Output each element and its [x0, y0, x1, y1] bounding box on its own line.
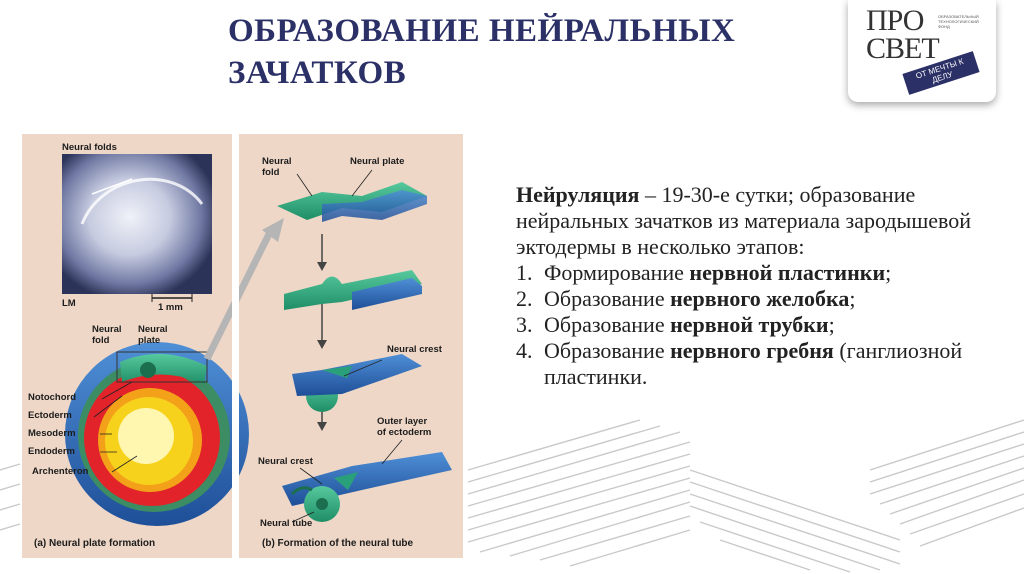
title-line-2: ЗАЧАТКОВ — [228, 55, 407, 91]
label-neural-plate-b: Neural plate — [350, 156, 405, 167]
label-neural-crest-1: Neural crest — [387, 344, 442, 355]
prosvet-logo: ПРО СВЕТ ОБРАЗОВАТЕЛЬНЫЙ ТЕХНОЛОГИЧЕСКИЙ… — [848, 0, 996, 102]
neural-fold-stage — [292, 354, 422, 412]
figure-illustration — [62, 154, 452, 526]
embryo-cross-section — [65, 342, 249, 526]
label-mesoderm: Mesoderm — [28, 428, 76, 439]
label-endoderm: Endoderm — [28, 446, 75, 457]
label-ectoderm: Ectoderm — [28, 410, 72, 421]
label-neural-crest-2: Neural crest — [258, 456, 313, 467]
neural-plate-stage — [277, 182, 427, 222]
label-notochord: Notochord — [28, 392, 77, 403]
label-neural-fold-a: Neural fold — [92, 324, 122, 346]
step-item: 1.Формирование нервной пластинки; — [516, 260, 892, 285]
logo-line-1: ПРО — [866, 4, 924, 37]
page-title: ОБРАЗОВАНИЕ НЕЙРАЛЬНЫХ ЗАЧАТКОВ — [228, 10, 828, 94]
neural-tube-stage — [282, 452, 452, 522]
lm-photo — [62, 154, 212, 294]
intro-paragraph: Нейруляция – 19-30-е сутки; образование … — [516, 182, 1006, 260]
neural-groove-stage — [284, 270, 422, 310]
label-scale: 1 mm — [158, 302, 183, 313]
logo-small-text: ОБРАЗОВАТЕЛЬНЫЙ ТЕХНОЛОГИЧЕСКИЙ ФОНД — [938, 14, 979, 29]
intro-text: 19-30-е сутки; образование нейральных за… — [516, 182, 972, 259]
panel-divider — [232, 134, 239, 558]
caption-panel-a: (a) Neural plate formation — [34, 538, 156, 549]
caption-panel-b: (b) Formation of the neural tube — [262, 538, 414, 549]
neurulation-description: Нейруляция – 19-30-е сутки; образование … — [516, 182, 1006, 390]
term-dash: – — [639, 182, 662, 207]
label-outer-layer-ectoderm: Outer layer of ectoderm — [377, 416, 432, 438]
label-neural-plate-a: Neural plate — [138, 324, 168, 346]
label-archenteron: Archenteron — [32, 466, 89, 477]
label-lm: LM — [62, 298, 76, 309]
title-line-1: ОБРАЗОВАНИЕ НЕЙРАЛЬНЫХ — [228, 13, 736, 49]
step-item: 4.Образование нервного гребня (ганглиозн… — [516, 338, 963, 389]
label-neural-tube: Neural tube — [260, 518, 313, 529]
label-neural-fold-b: Neural fold — [262, 156, 292, 178]
step-item: 2.Образование нервного желобка; — [516, 286, 856, 311]
step-item: 3.Образование нервной трубки; — [516, 312, 835, 337]
logo-line-2: СВЕТ — [866, 32, 940, 65]
term-neurulation: Нейруляция — [516, 182, 640, 207]
neurulation-figure: Neural folds LM 1 mm Neural fold Neural … — [22, 134, 463, 558]
label-neural-folds: Neural folds — [62, 142, 117, 153]
